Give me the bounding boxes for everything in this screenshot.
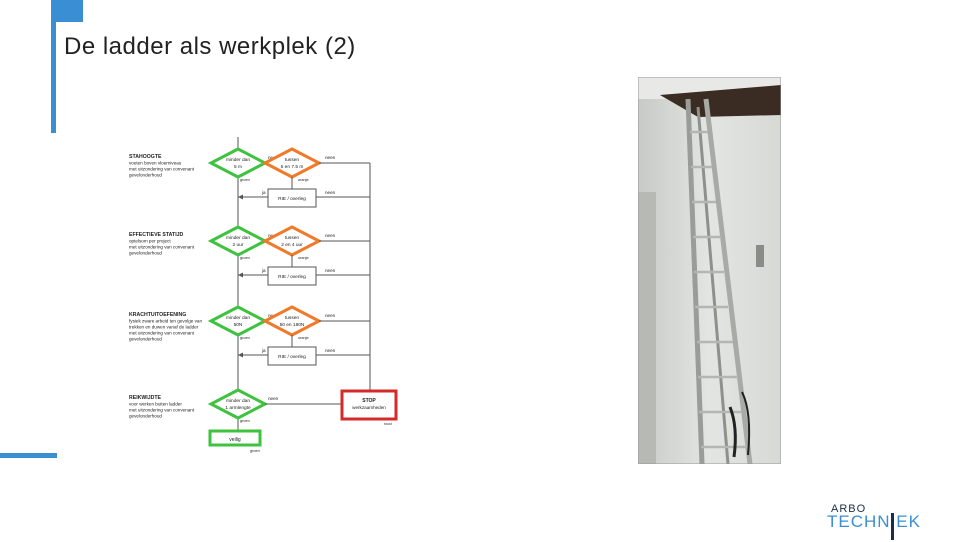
green-decision-text: minder dan xyxy=(226,235,250,241)
rie-box xyxy=(267,266,317,286)
orange-decision-text: 5 en 7.5 m xyxy=(281,164,304,170)
orange-decision-text: 50 en 180N xyxy=(280,322,305,328)
green-decision-text: 50N xyxy=(234,322,243,328)
orange-decision-text: tussen xyxy=(285,235,299,241)
section-desc: gevelonderhoud xyxy=(129,173,162,178)
arbotechniek-logo: ARBO TECHNIEK xyxy=(827,500,927,542)
safe-box xyxy=(208,429,262,447)
label-groen: groen xyxy=(240,336,250,340)
section-desc: gevelonderhoud xyxy=(129,251,162,256)
stop-label: werkzaamheden xyxy=(352,405,386,410)
green-diamond xyxy=(207,147,269,179)
section-heading: EFFECTIEVE STATIJD xyxy=(129,232,184,238)
green-decision-text: 2 uur xyxy=(233,242,244,248)
orange-decision-text: 2 en 4 uur xyxy=(281,242,303,248)
label-neen: neen xyxy=(325,190,336,195)
green-decision-text: minder dan xyxy=(226,398,250,404)
accent-bar-vertical xyxy=(51,0,56,133)
section-heading: STAHOOGTE xyxy=(129,154,162,160)
green-decision-text: minder dan xyxy=(226,315,250,321)
rie-label: RIE / overleg xyxy=(278,274,306,280)
orange-decision-text: tussen xyxy=(285,157,299,163)
accent-bar-bottom xyxy=(0,453,57,458)
label-groen: groen xyxy=(240,419,250,423)
label-ja: ja xyxy=(261,268,266,273)
section-desc: voeten boven vloerniveau xyxy=(129,161,182,166)
section-heading: REIKWIJDTE xyxy=(129,395,162,401)
accent-bar-top xyxy=(56,0,83,22)
orange-diamond xyxy=(261,225,323,257)
section-desc: met uitzondering van convenant xyxy=(129,408,195,413)
logo-text-techniek: TECHNIEK xyxy=(827,512,921,531)
section-desc: gevelonderhoud xyxy=(129,337,162,342)
label-rood: rood xyxy=(384,422,392,426)
label-ja: ja xyxy=(261,348,266,353)
logo-bar xyxy=(891,513,894,540)
label-neen: neen xyxy=(325,313,336,318)
label-neen: neen xyxy=(325,348,336,353)
rie-box xyxy=(267,346,317,366)
label-neen: neen xyxy=(325,155,336,160)
arrow-head xyxy=(238,272,243,278)
section-desc: voor werken buiten ladder xyxy=(129,402,182,407)
label-neen: neen xyxy=(325,268,336,273)
label-groen: groen xyxy=(250,449,260,453)
rie-box xyxy=(267,188,317,208)
green-decision-text: minder dan xyxy=(226,157,250,163)
label-oranje: oranje xyxy=(298,178,309,182)
green-diamond xyxy=(207,305,269,337)
section-desc: met uitzondering van convenant xyxy=(129,167,195,172)
label-groen: groen xyxy=(240,256,250,260)
section-desc: optelsom per project xyxy=(129,239,171,244)
green-decision-text: 1 armlengte xyxy=(225,405,251,411)
label-neen: neen xyxy=(325,233,336,238)
arrow-head xyxy=(238,352,243,358)
green-diamond xyxy=(207,225,269,257)
section-desc: fysiek zware arbeid ten gevolge van xyxy=(129,319,202,324)
ladder-photo xyxy=(638,77,781,464)
logo-text-arbo: ARBO xyxy=(831,503,867,515)
label-ja: ja xyxy=(261,190,266,195)
stop-label: STOP xyxy=(362,398,376,404)
section-desc: met uitzondering van convenant xyxy=(129,331,195,336)
orange-diamond xyxy=(261,147,323,179)
slide-title: De ladder als werkplek (2) xyxy=(64,33,356,60)
label-oranje: oranje xyxy=(298,336,309,340)
section-desc: trekken en duwen vanaf de ladder xyxy=(129,325,199,330)
green-diamond xyxy=(207,388,269,420)
stop-box xyxy=(340,389,398,421)
label-groen: groen xyxy=(240,178,250,182)
section-desc: met uitzondering van convenant xyxy=(129,245,195,250)
safe-label: veilig xyxy=(229,437,241,443)
label-oranje: oranje xyxy=(298,256,309,260)
rie-label: RIE / overleg xyxy=(278,196,306,202)
section-desc: gevelonderhoud xyxy=(129,414,162,419)
orange-diamond xyxy=(261,305,323,337)
section-heading: KRACHTUITOEFENING xyxy=(129,312,186,318)
arrow-head xyxy=(238,194,243,200)
orange-decision-text: tussen xyxy=(285,315,299,321)
label-neen: neen xyxy=(268,396,279,401)
rie-label: RIE / overleg xyxy=(278,354,306,360)
green-decision-text: 5 m xyxy=(234,164,242,170)
